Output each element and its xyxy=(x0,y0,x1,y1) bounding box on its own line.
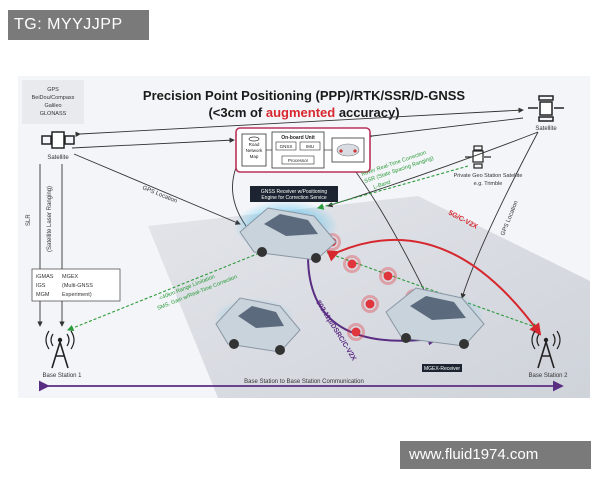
gnss-receiver-line-1: GNSS Receiver w/Positioning xyxy=(261,189,327,195)
constellation-beidou: BeiDou/Compass xyxy=(32,95,75,101)
gnss-module: GNSS xyxy=(280,144,293,149)
constellation-gps: GPS xyxy=(47,87,59,93)
sat-to-sat-link xyxy=(75,107,524,137)
satellite-icon xyxy=(41,131,75,149)
diagram-canvas: Precision Point Positioning (PPP)/RTK/SS… xyxy=(22,80,590,398)
constellation-box xyxy=(22,80,84,124)
mgex-receiver-box xyxy=(422,364,462,372)
car-icon xyxy=(234,200,338,263)
rover-correction-line xyxy=(316,165,469,210)
slr-label: SLR xyxy=(26,214,32,226)
service-experiment: Experiment) xyxy=(62,292,92,298)
gps-location-left-line xyxy=(73,153,241,225)
title-line-1: Precision Point Positioning (PPP)/RTK/SS… xyxy=(143,88,465,103)
service-multi-gnss: (Multi-GNSS xyxy=(62,283,93,289)
base-station-1-label: Base Station 1 xyxy=(42,373,82,379)
base-link-label: Base Station to Base Station Communicati… xyxy=(244,379,364,385)
mgex-receiver-label: MGEX-Receiver xyxy=(424,366,460,372)
sat-to-onboard-link xyxy=(71,137,235,149)
gnss-receiver-box xyxy=(250,186,338,202)
map-line-2: Network xyxy=(246,148,263,153)
private-station-line-2: e.g. Trimble xyxy=(474,181,503,187)
car-icon xyxy=(331,137,365,163)
constellation-glonass: GLONASS xyxy=(40,111,67,117)
imu-module: IMU xyxy=(306,144,314,149)
site-watermark: www.fluid1974.com xyxy=(400,441,591,469)
tower-icon xyxy=(531,330,561,369)
onboard-to-sat-link xyxy=(367,117,524,140)
onboard-unit-title: On-board Unit xyxy=(281,135,315,141)
processor-module: Processor xyxy=(288,158,309,163)
private-station-line-1: Private Geo Station Satellite xyxy=(454,173,523,179)
title-line-2: (<3cm of augmented accuracy) xyxy=(208,105,399,120)
satellite-icon xyxy=(465,145,491,169)
base-station-2-label: Base Station 2 xyxy=(528,373,568,379)
service-igs: IGS xyxy=(36,283,46,289)
satellite-left-label: Satellite xyxy=(47,155,69,161)
tower-icon xyxy=(45,330,75,369)
gnss-receiver-line-2: Engine for Correction Service xyxy=(261,195,327,201)
service-igmas: iGMAS xyxy=(36,274,54,280)
v2x-5g-link xyxy=(326,238,542,336)
car-icon xyxy=(214,297,301,355)
service-mgex: MGEX xyxy=(62,274,79,280)
gnss-services-box xyxy=(31,268,121,302)
map-line-3: Map xyxy=(250,154,259,159)
constellation-galileo: Galileo xyxy=(44,103,61,109)
ppp-diagram: Precision Point Positioning (PPP)/RTK/SS… xyxy=(18,76,590,398)
car-icon xyxy=(385,287,485,349)
channel-tag: TG: MYYJJPP xyxy=(8,10,149,40)
slr-sublabel: (Satellite Laser Ranging) xyxy=(47,186,53,252)
gps-location-right-label: GPS Location xyxy=(500,200,519,237)
service-mgm: MGM xyxy=(36,292,50,298)
map-line-1: Road xyxy=(249,142,260,147)
range-limit-line xyxy=(66,243,283,332)
satellite-icon xyxy=(528,95,564,122)
rover-line-3: L-Band xyxy=(373,179,392,190)
satellite-right-label: Satellite xyxy=(535,126,557,132)
